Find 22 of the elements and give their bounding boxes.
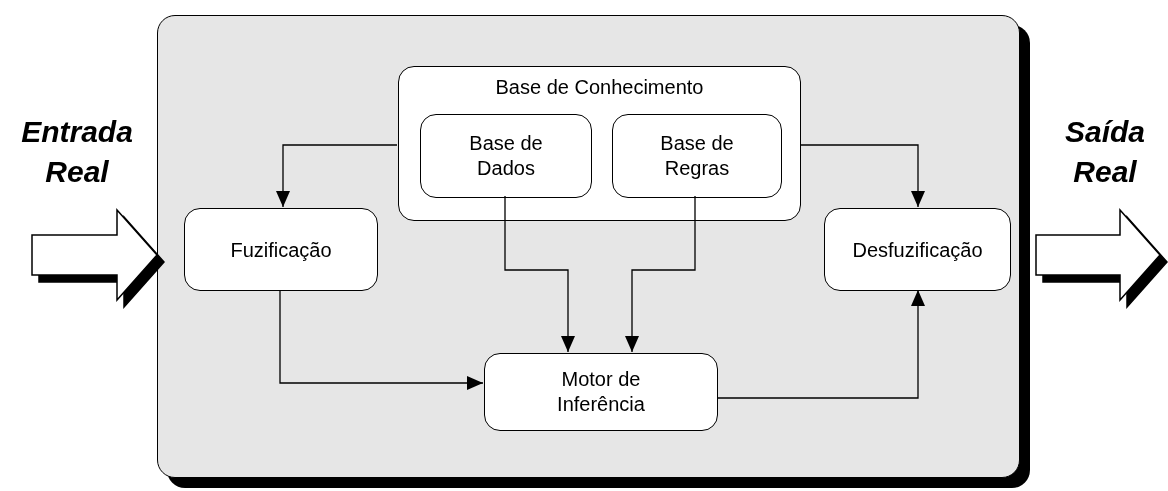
process-box [484,353,718,431]
block-arrow [1035,208,1161,302]
process-box [184,208,378,291]
group-title: Base de Conhecimento [494,75,705,100]
process-box [612,114,782,198]
group-box [398,66,801,221]
process-box [420,114,592,198]
arrow [799,144,925,208]
box-label: Base de Regras [659,131,735,181]
block-arrow [31,208,158,302]
arrow [716,289,925,399]
box-label: Base de Dados [468,131,544,181]
arrow [504,195,575,353]
io-label: Saída Real [1063,114,1146,190]
box-label: Motor de Inferência [556,367,646,417]
io-label: Entrada Real [20,114,134,190]
arrow [625,195,696,353]
arrow [279,289,484,390]
arrow [276,144,398,208]
box-label: Desfuzificação [851,237,984,262]
process-box [824,208,1011,291]
box-label: Fuzificação [229,237,333,262]
